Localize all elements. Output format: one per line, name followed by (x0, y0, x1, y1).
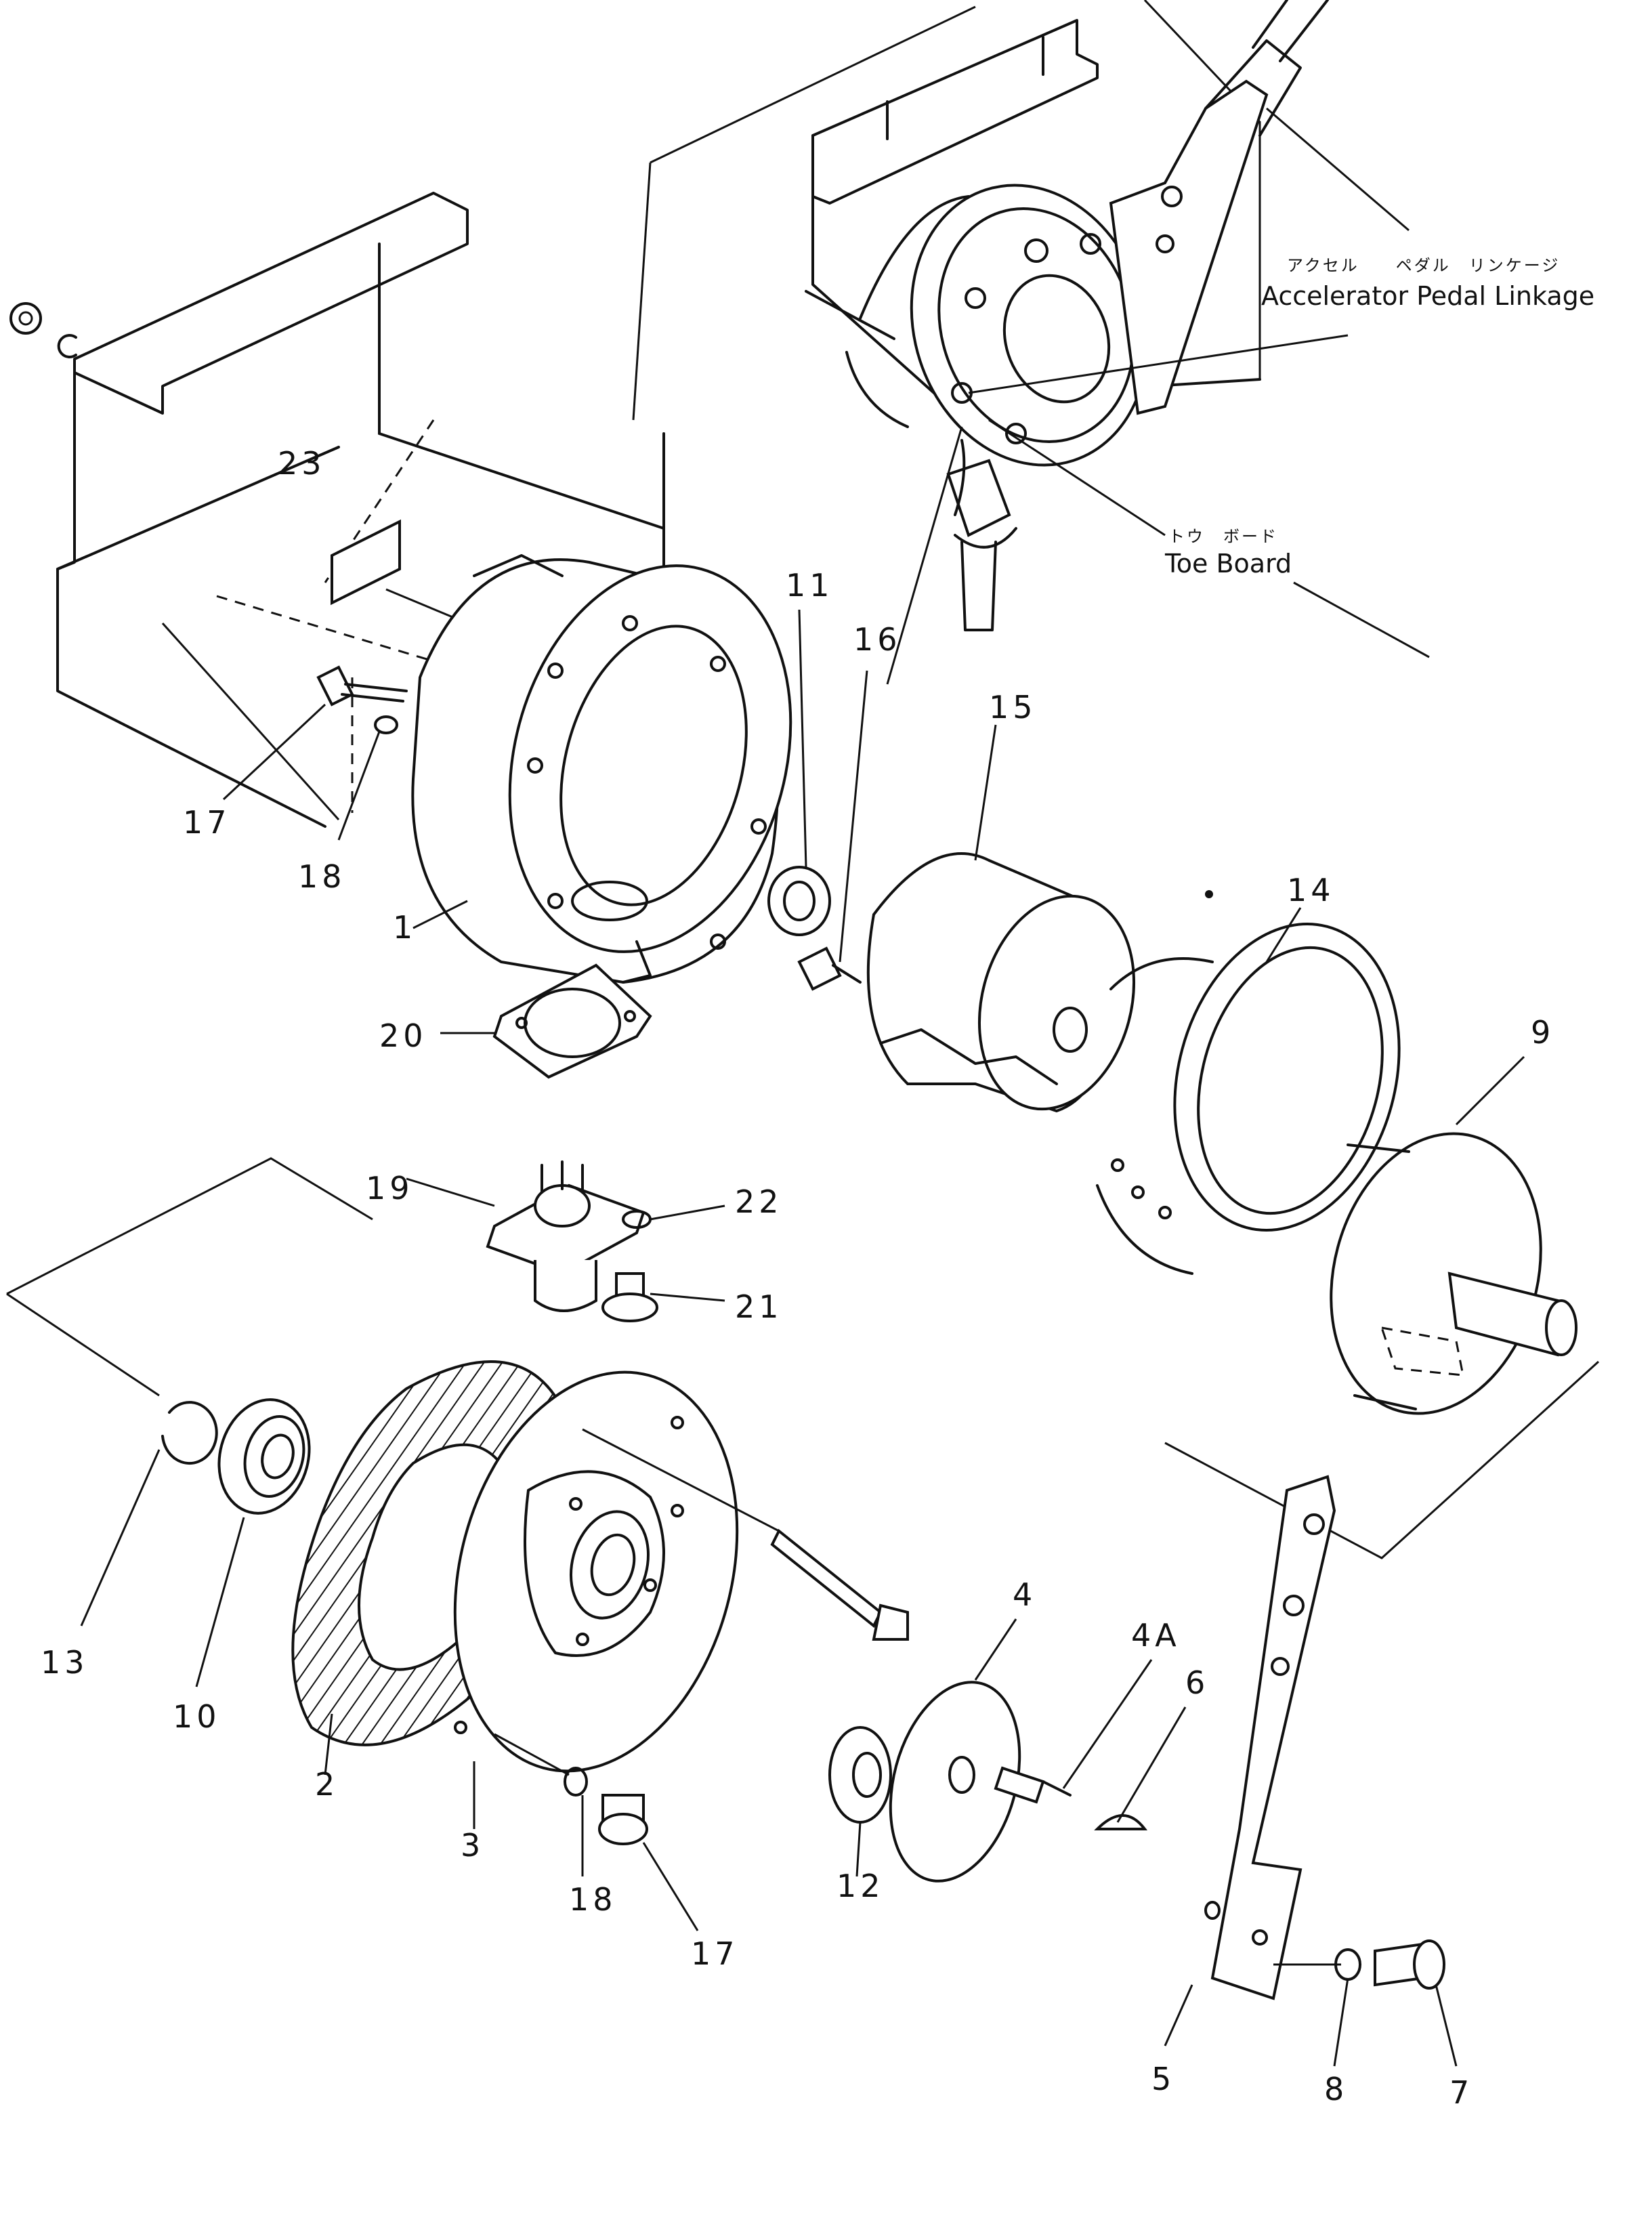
callouts: 1 2 3 4 4A 5 6 7 8 9 10 11 12 13 14 15 1… (41, 445, 1554, 2111)
callout-13: 13 (41, 1644, 89, 1681)
callout-16: 16 (853, 621, 902, 658)
toe-board-label: Toe Board (1164, 549, 1292, 579)
toe-board-label-jp: トウ ボード (1168, 527, 1278, 546)
callout-4: 4 (1013, 1576, 1036, 1613)
callout-20: 20 (379, 1017, 427, 1054)
plate-assembly (6, 1157, 909, 1931)
callout-23: 23 (278, 445, 326, 482)
callout-4a: 4A (1131, 1617, 1181, 1654)
callout-5: 5 (1151, 2061, 1175, 2097)
callout-11: 11 (786, 567, 834, 604)
callout-18-lower: 18 (569, 1881, 617, 1918)
callout-17-upper: 17 (183, 804, 231, 841)
callout-6: 6 (1185, 1664, 1209, 1701)
panel-and-housing (9, 192, 792, 984)
connector-assembly (406, 963, 725, 1322)
callout-15: 15 (989, 689, 1037, 726)
callout-9: 9 (1531, 1014, 1554, 1051)
callout-22: 22 (735, 1183, 783, 1220)
installed-view: アクセル ペダル リンケージ Accelerator Pedal Linkage… (632, 0, 1594, 685)
callout-12: 12 (836, 1868, 885, 1904)
callout-19: 19 (366, 1170, 414, 1206)
callout-10: 10 (173, 1698, 221, 1735)
callout-7: 7 (1449, 2074, 1473, 2111)
callout-2: 2 (315, 1766, 339, 1803)
callout-17-lower: 17 (691, 1935, 739, 1972)
lever-assembly (828, 890, 1458, 2067)
accelerator-linkage-label: Accelerator Pedal Linkage (1261, 281, 1594, 311)
callout-3: 3 (461, 1827, 484, 1864)
callout-14: 14 (1287, 872, 1335, 908)
callout-21: 21 (735, 1288, 783, 1325)
callout-8: 8 (1324, 2071, 1348, 2107)
callout-1: 1 (393, 909, 417, 946)
accelerator-linkage-label-jp: アクセル ペダル リンケージ (1287, 256, 1560, 275)
sensor-assembly (767, 609, 1600, 1559)
callout-18-upper: 18 (298, 858, 346, 895)
